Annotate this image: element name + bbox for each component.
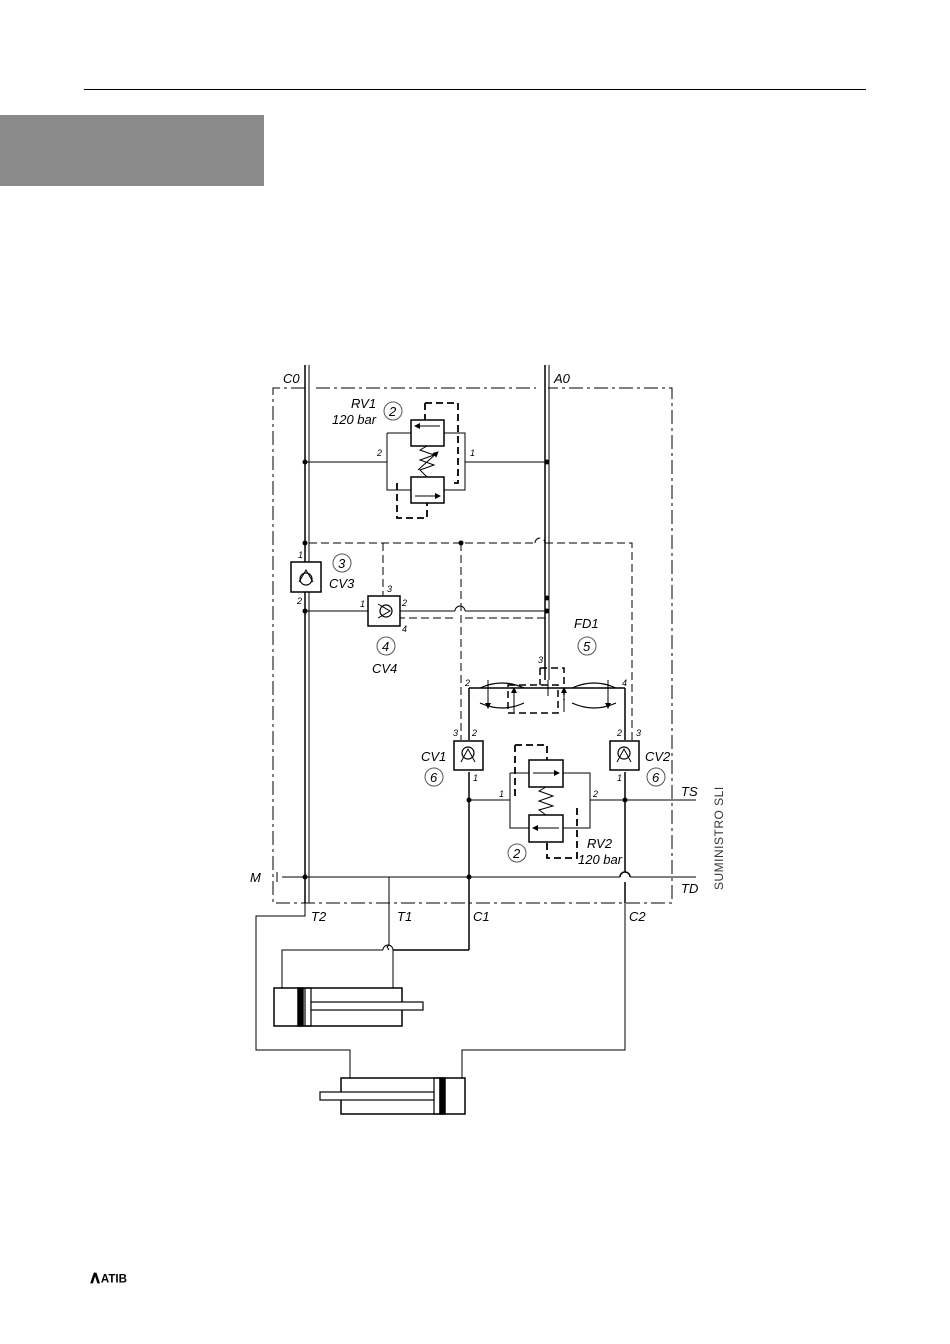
relief-valve-rv2: [510, 745, 590, 858]
logo-mark-icon: [90, 1273, 100, 1284]
cv3-item-number: 3: [338, 556, 346, 571]
port-label-c0: C0: [283, 371, 300, 386]
cv1-port-2: 2: [471, 728, 477, 738]
cv2-port-2: 2: [616, 728, 622, 738]
atib-logo: ATIB: [86, 1270, 146, 1286]
cv1-port-1: 1: [473, 773, 478, 783]
rv1-setting: 120 bar: [332, 412, 377, 427]
logo-text: ATIB: [101, 1273, 127, 1285]
cv2-name: CV2: [645, 749, 671, 764]
port-label-c2: C2: [629, 909, 646, 924]
rv1-port-1: 1: [470, 448, 475, 458]
cv2-port-1: 1: [617, 773, 622, 783]
fd1-port-3: 3: [538, 655, 543, 665]
cv1-name: CV1: [421, 749, 446, 764]
rv2-port-1: 1: [499, 789, 504, 799]
rv2-name: RV2: [587, 836, 613, 851]
port-label-td: TD: [681, 881, 698, 896]
flow-divider-fd1: [480, 668, 616, 713]
port-label-c1: C1: [473, 909, 490, 924]
fd1-name: FD1: [574, 616, 599, 631]
cv4-port-1: 1: [360, 599, 365, 609]
cv4-name: CV4: [372, 661, 397, 676]
rv2-port-2: 2: [592, 789, 598, 799]
cv1-port-3: 3: [453, 728, 458, 738]
port-label-a0: A0: [553, 371, 571, 386]
check-valve-cv4: [368, 596, 400, 626]
fd1-item-number: 5: [583, 639, 591, 654]
cv2-port-3: 3: [636, 728, 641, 738]
fd1-port-4: 4: [622, 678, 627, 688]
rv1-name: RV1: [351, 396, 376, 411]
fd1-port-2: 2: [464, 678, 470, 688]
rv2-item-number: 2: [512, 846, 521, 861]
manifold-boundary: [273, 388, 672, 903]
cv4-port-3: 3: [387, 584, 392, 594]
cv3-port-1: 1: [298, 550, 303, 560]
cv3-port-2: 2: [296, 596, 302, 606]
cv4-port-4: 4: [402, 624, 407, 634]
main-lines: [256, 365, 696, 1078]
cv2-item-number: 6: [652, 770, 660, 785]
cv3-name: CV3: [329, 576, 355, 591]
rv2-setting: 120 bar: [578, 852, 623, 867]
port-label-ts: TS: [681, 784, 698, 799]
rv1-item-number: 2: [388, 404, 397, 419]
cylinder-lower: [320, 1078, 465, 1114]
port-label-t2: T2: [311, 909, 327, 924]
rv1-port-2: 2: [376, 448, 382, 458]
side-label-suministro: SUMINISTRO SLI: [712, 786, 726, 890]
check-valve-cv2: [610, 741, 639, 770]
cv4-port-2: 2: [401, 598, 407, 608]
cv1-item-number: 6: [430, 770, 438, 785]
relief-valve-rv1: [387, 403, 465, 518]
cv4-item-number: 4: [382, 639, 389, 654]
junction-dots: [303, 460, 628, 880]
port-label-t1: T1: [397, 909, 412, 924]
port-label-m: M: [250, 870, 261, 885]
check-valve-cv3: [291, 562, 321, 592]
check-valve-cv1: [454, 741, 483, 770]
cylinder-upper: [274, 988, 423, 1026]
